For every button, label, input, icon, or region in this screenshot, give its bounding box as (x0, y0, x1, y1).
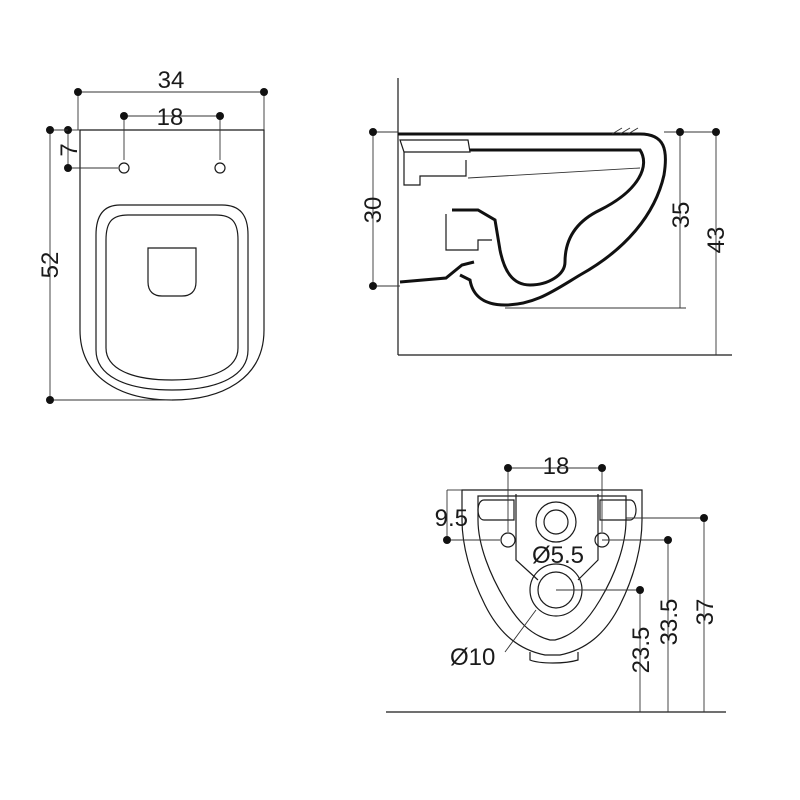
rear-outline (461, 489, 643, 656)
side-view: 30 35 43 (360, 78, 732, 356)
inlet-diameter-label: Ø5.5 (532, 542, 584, 569)
dim-dot (64, 164, 72, 172)
water-level-line (467, 167, 641, 179)
fixing-slot-right (599, 499, 637, 521)
waste-pipe (445, 214, 492, 251)
fixing-spacing-label: 18 (543, 453, 570, 480)
dim-dot (369, 128, 377, 136)
seat-hole-right (214, 162, 226, 174)
hole-spacing-label: 18 (157, 104, 184, 131)
inlet-axis-label: 33.5 (656, 599, 683, 646)
hole-offset-label: 7 (56, 143, 83, 156)
outlet-diameter-label: Ø10 (450, 644, 495, 671)
rear-view: 18 9.5 Ø5.5 Ø10 23.5 33.5 37 (386, 453, 726, 713)
bowl-inner-profile (452, 148, 646, 287)
dim-dot (636, 586, 644, 594)
fixing-hole-left (500, 532, 516, 548)
rear-inner-outline (477, 495, 627, 641)
rim-hatch (611, 127, 639, 135)
top-label: 37 (692, 599, 719, 626)
bowl-outline-top (79, 129, 265, 401)
inlet-inner (543, 509, 569, 535)
dim-dot (443, 536, 451, 544)
dim-dot (712, 128, 720, 136)
length-label: 52 (37, 252, 64, 279)
dim-dot (120, 112, 128, 120)
fixing-slot-left (477, 499, 515, 521)
dim-dot (46, 126, 54, 134)
rear-foot (529, 652, 579, 664)
inlet-pipe (403, 152, 467, 186)
dim-dot (74, 88, 82, 96)
bowl-base (399, 260, 475, 284)
seat-opening (95, 204, 249, 391)
outlet-axis-label: 23.5 (628, 627, 655, 674)
dim-dot (664, 536, 672, 544)
seat-hole-left (118, 162, 130, 174)
leader-outlet-diameter (504, 609, 537, 653)
fixing-offset-label: 9.5 (435, 505, 468, 532)
dim-dot (260, 88, 268, 96)
rear-frame-channel (515, 494, 599, 581)
dim-dot (598, 464, 606, 472)
seat-inner (105, 214, 239, 381)
dim-dot (700, 514, 708, 522)
rear-height-label: 30 (360, 197, 387, 224)
top-view: 34 18 7 52 (37, 67, 268, 404)
dim-dot (504, 464, 512, 472)
dim-dot (369, 282, 377, 290)
dim-dot (46, 396, 54, 404)
dim-dot (676, 128, 684, 136)
bowl-outer-profile (398, 132, 667, 307)
outlet-height-label: 35 (668, 202, 695, 229)
inlet-outer (535, 501, 577, 543)
width-label: 34 (158, 67, 185, 94)
dim-dot (216, 112, 224, 120)
rim-height-label: 43 (703, 227, 730, 254)
rim-flush-channel (399, 139, 471, 153)
flush-outlet-top (147, 247, 197, 297)
